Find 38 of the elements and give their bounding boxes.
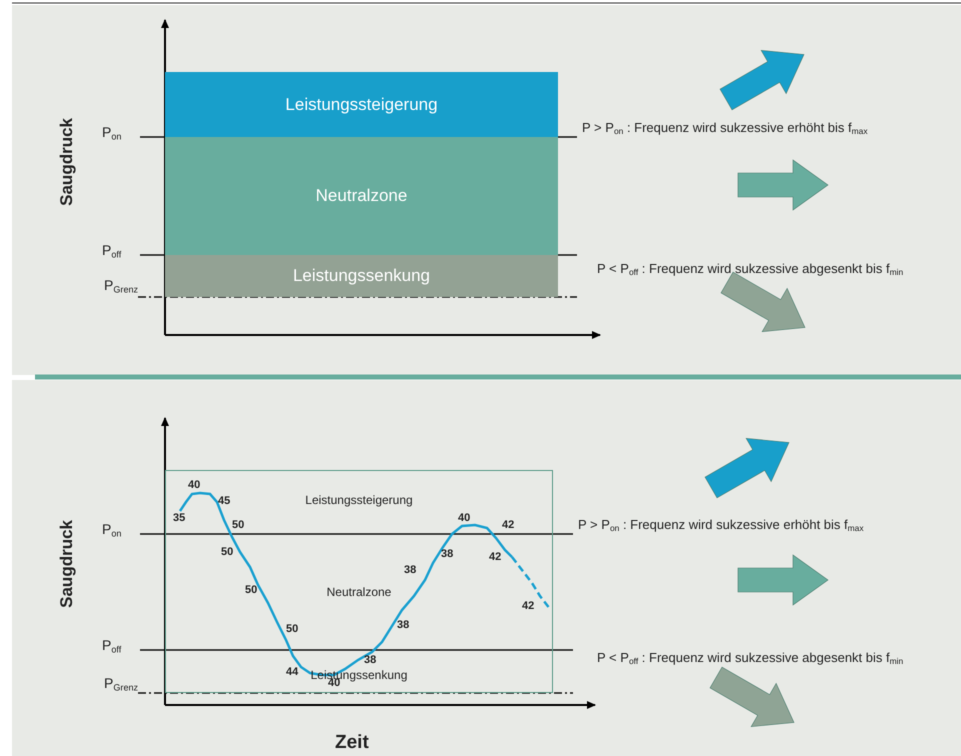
- zone-label: Leistungssteigerung: [305, 493, 413, 507]
- axis-title: Zeit: [335, 733, 369, 754]
- condition-text: P < P$_{off}$ : Frequenz wird sukzessive abgesenkt bis f$_{min}$: [597, 262, 904, 278]
- zone-label: Leistungssteigerung: [285, 94, 438, 114]
- zone-band: [165, 72, 558, 137]
- data-label: 40: [188, 479, 200, 492]
- data-label: 42: [502, 519, 514, 532]
- zone-label: Neutralzone: [316, 186, 408, 205]
- data-label: 40: [458, 512, 470, 524]
- zone-label: Leistungssenkung: [292, 266, 430, 285]
- data-label: 44: [286, 666, 298, 678]
- data-label: 50: [286, 623, 298, 636]
- condition-text: P > P$_{on}$ : Frequenz wird sukzessive erhöht bis f$_{max}$: [578, 518, 864, 534]
- data-label: 35: [173, 512, 186, 524]
- data-label: 50: [245, 584, 258, 596]
- data-label: 38: [397, 619, 410, 632]
- level-label: P$_{off}$: [102, 638, 122, 654]
- level-label: P$_{on}$: [102, 522, 122, 538]
- level-label: P$_{on}$: [102, 125, 122, 142]
- data-label: 38: [404, 564, 416, 576]
- axis-title: Saugdruck: [58, 118, 77, 206]
- condition-text: P < P$_{off}$ : Frequenz wird sukzessive abgesenkt bis f$_{min}$: [597, 651, 904, 666]
- level-label: P$_{Grenz}$: [104, 278, 138, 294]
- level-label: P$_{off}$: [102, 243, 122, 260]
- zone-band: [165, 137, 558, 255]
- axis-title: Saugdruck: [58, 520, 77, 608]
- level-label: P$_{Grenz}$: [104, 676, 138, 692]
- data-label: 38: [364, 654, 376, 666]
- data-label: 38: [441, 548, 454, 560]
- data-label: 42: [489, 551, 502, 564]
- data-label: 45: [218, 495, 230, 508]
- zone-frame: [165, 470, 553, 693]
- data-label: 50: [232, 519, 244, 532]
- zone-label: Neutralzone: [326, 585, 392, 599]
- data-label: 50: [221, 546, 234, 558]
- zone-band: [165, 255, 558, 297]
- condition-text: P > P$_{on}$ : Frequenz wird sukzessive erhöht bis f$_{max}$: [582, 121, 868, 136]
- data-label: 42: [522, 600, 534, 612]
